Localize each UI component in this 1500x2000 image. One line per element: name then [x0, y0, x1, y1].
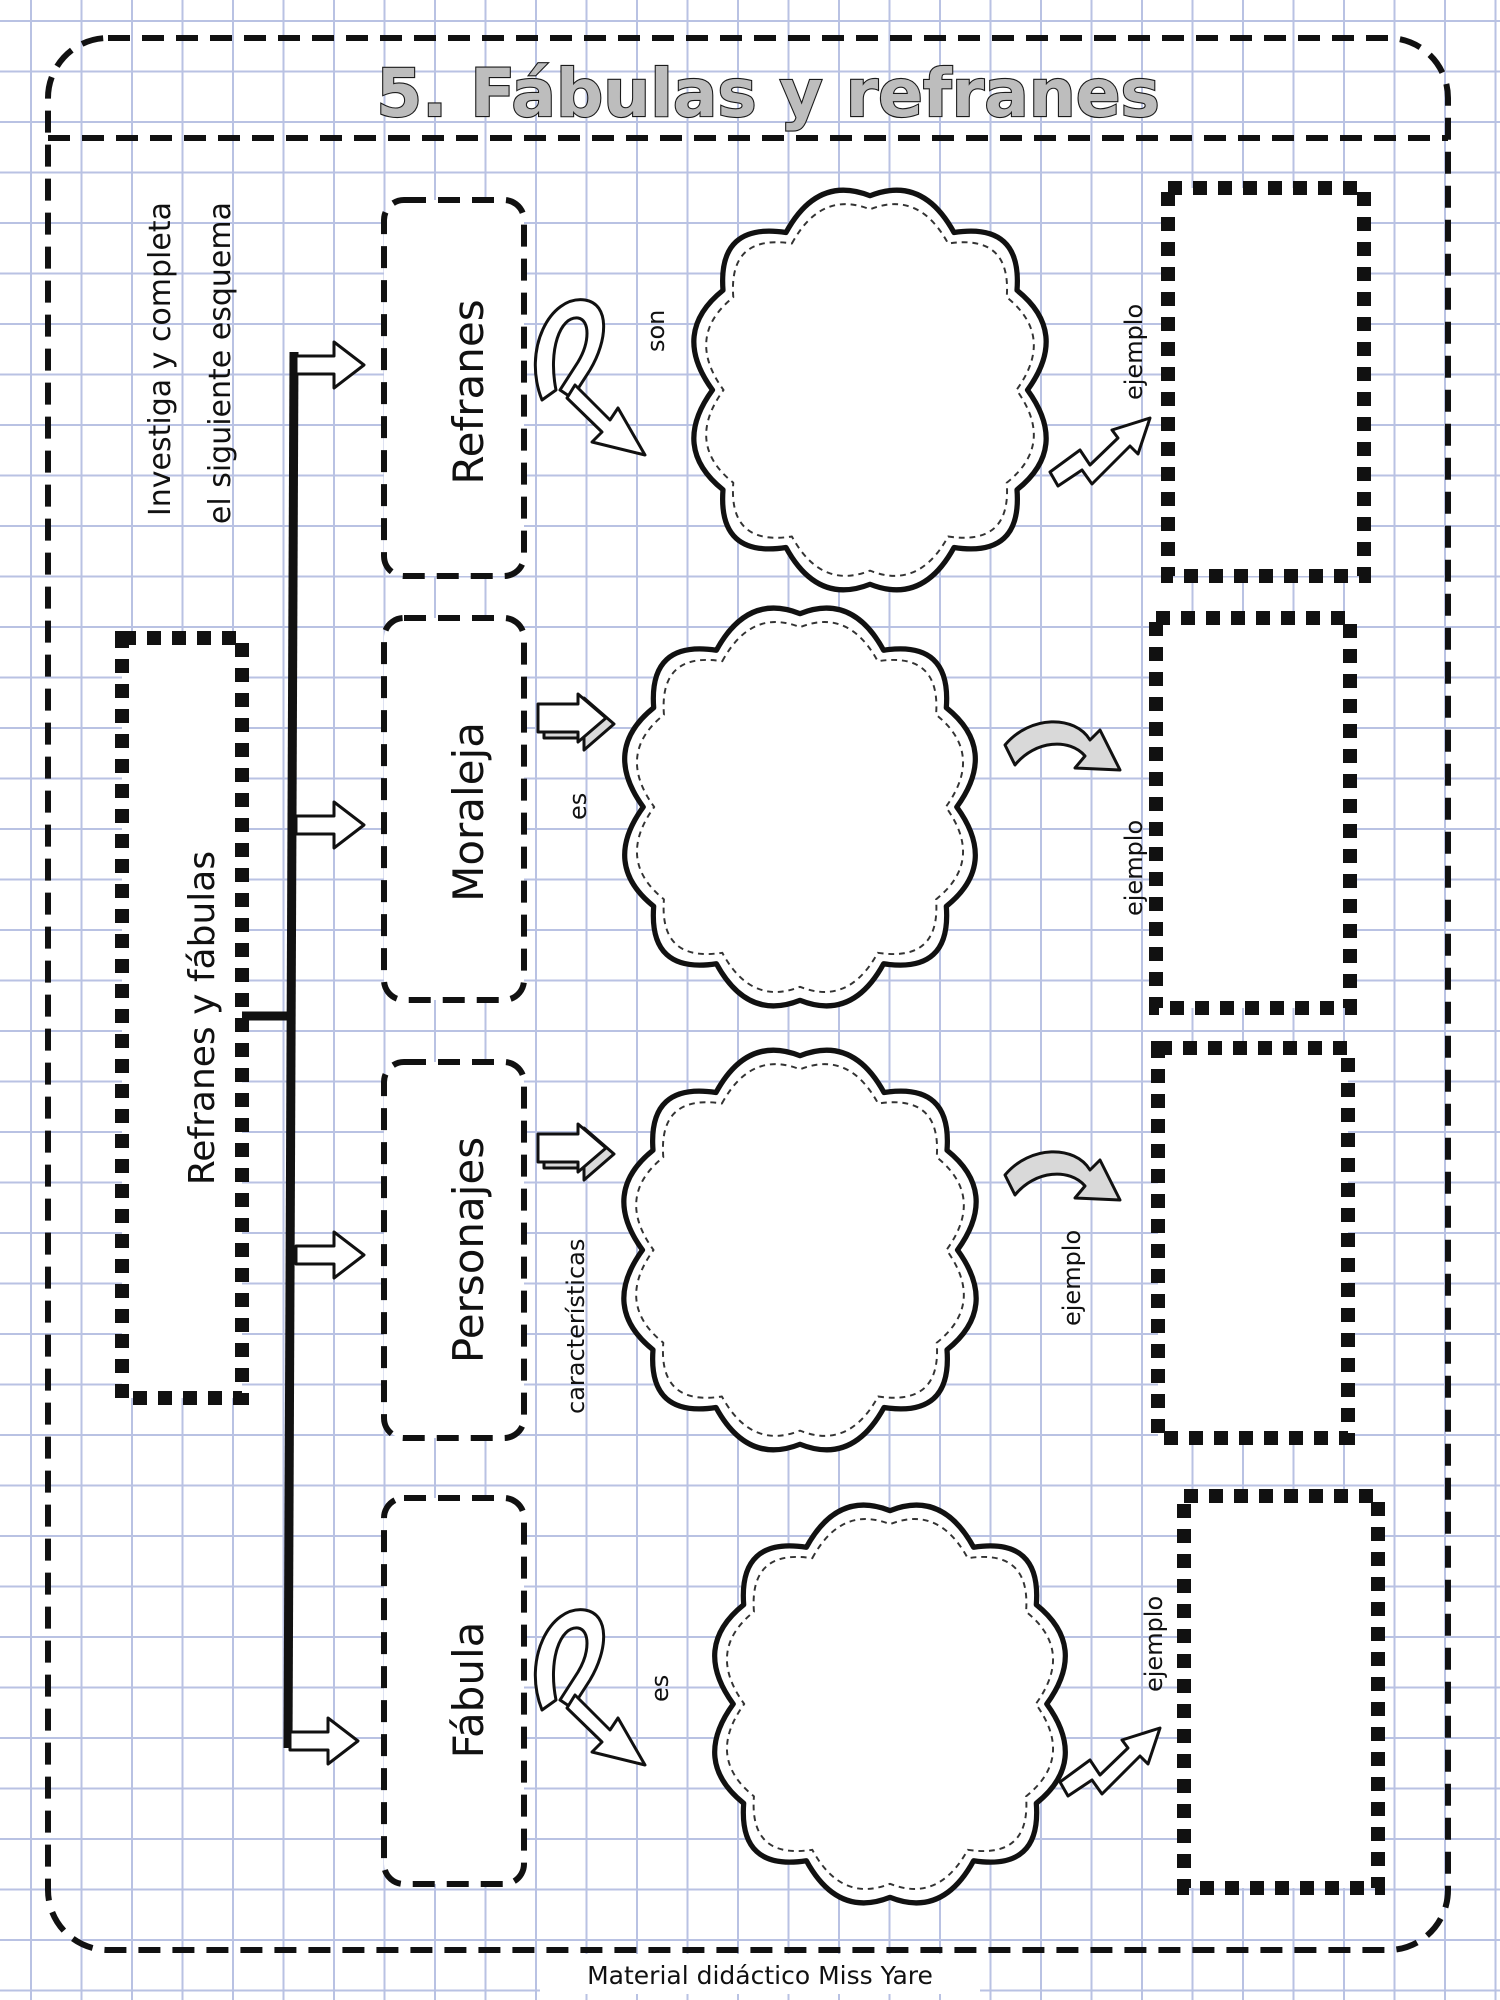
- loop-arrow-icon: [533, 1608, 647, 1767]
- connector-label-son: son: [642, 310, 670, 352]
- page-title: 5. Fábulas y refranes: [376, 55, 1160, 132]
- topic-box-refranes: [381, 197, 527, 579]
- loop-arrow-icon: [533, 298, 647, 457]
- topic-box-fabula: [381, 1495, 527, 1887]
- connector-label-caracteristicas: características: [562, 1239, 590, 1414]
- branch-refranes: Refranes son ejemplo: [381, 181, 1371, 590]
- answer-cloud-fabula[interactable]: [715, 1505, 1066, 1903]
- example-box-moraleja[interactable]: [1149, 611, 1357, 1015]
- topic-label-personajes: Personajes: [444, 1137, 493, 1363]
- topic-box-moraleja: [381, 615, 527, 1003]
- footer-credit: Material didáctico Miss Yare: [587, 1961, 933, 1990]
- example-box-refranes[interactable]: [1161, 181, 1371, 583]
- topic-label-refranes: Refranes: [444, 299, 493, 484]
- topic-box-personajes: [381, 1059, 527, 1441]
- double-arrow-icon: [536, 1122, 616, 1182]
- zigzag-arrow-icon: [1048, 416, 1152, 488]
- trunk-arrow-refranes: [294, 340, 366, 390]
- example-label-refranes: ejemplo: [1120, 304, 1148, 400]
- connector-label-es: es: [564, 793, 592, 820]
- branch-moraleja: Moraleja es ejemplo: [381, 608, 1357, 1015]
- trunk-arrow-personajes: [294, 1230, 366, 1280]
- zigzag-arrow-icon: [1058, 1726, 1162, 1798]
- example-label-moraleja: ejemplo: [1120, 820, 1148, 916]
- trunk-arrow-moraleja: [294, 800, 366, 850]
- trunk-line: [283, 351, 299, 1749]
- instruction-line-2: el siguiente esquema: [203, 202, 238, 524]
- curve-arrow-icon: [1003, 720, 1122, 772]
- answer-cloud-personajes[interactable]: [624, 1050, 976, 1450]
- instruction-line-1: Investiga y completa: [143, 202, 178, 516]
- footer-background: [540, 1954, 980, 1994]
- double-arrow-icon: [536, 692, 616, 752]
- curve-arrow-icon: [1003, 1150, 1122, 1202]
- branch-personajes: Personajes características ejemplo: [381, 1041, 1355, 1450]
- branch-fabula: Fábula es ejemplo: [381, 1489, 1385, 1903]
- example-box-personajes[interactable]: [1151, 1041, 1355, 1445]
- instruction: Investiga y completa el siguiente esquem…: [143, 202, 238, 524]
- example-box-fabula[interactable]: [1177, 1489, 1385, 1895]
- example-label-personajes: ejemplo: [1058, 1230, 1086, 1326]
- connector-label-es-fabula: es: [646, 1675, 674, 1702]
- trunk-arrow-fabula: [288, 1716, 360, 1766]
- root-label: Refranes y fábulas: [182, 851, 223, 1185]
- answer-cloud-moraleja[interactable]: [625, 608, 976, 1006]
- example-label-fabula: ejemplo: [1140, 1596, 1168, 1692]
- answer-cloud-refranes[interactable]: [694, 190, 1046, 590]
- topic-label-fabula: Fábula: [444, 1622, 493, 1759]
- topic-label-moraleja: Moraleja: [444, 722, 493, 902]
